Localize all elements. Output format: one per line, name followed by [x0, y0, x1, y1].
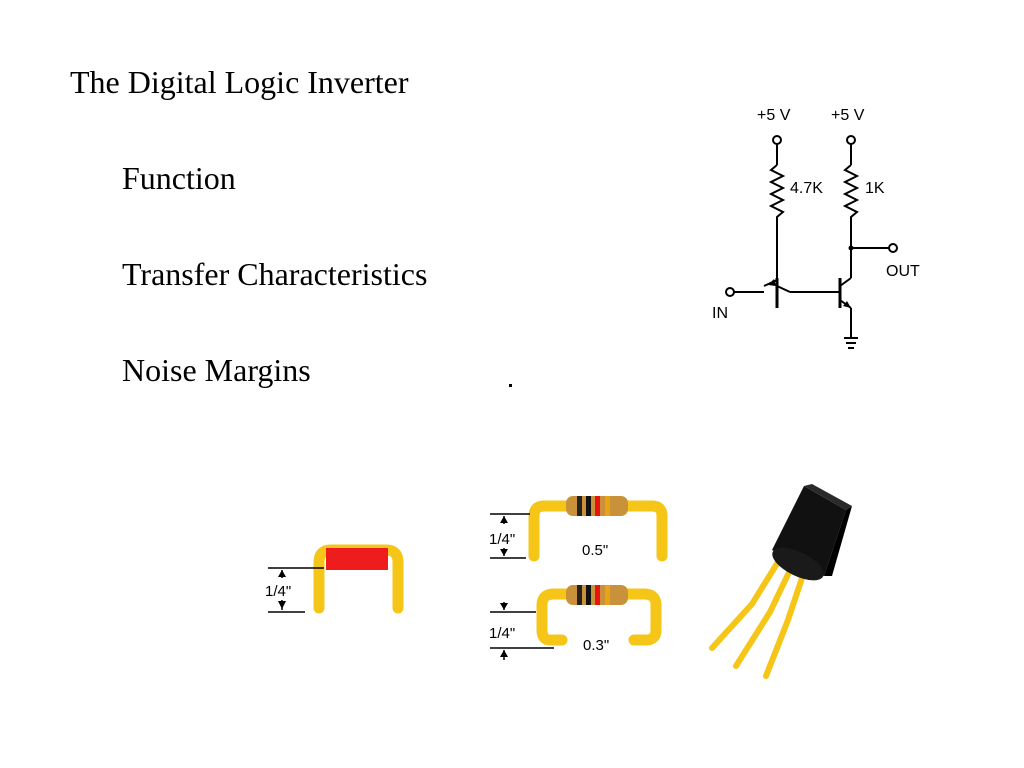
- resistor-bottom: [536, 585, 662, 646]
- right-supply-terminal: [846, 135, 856, 145]
- transistor-to92: [709, 484, 852, 679]
- jumper-wire: 1/4": [265, 544, 404, 614]
- resistor-left-label: 4.7K: [790, 180, 823, 197]
- output-terminal: [888, 243, 898, 253]
- bullet-function: Function: [122, 160, 236, 196]
- bullet-noise-margins: Noise Margins: [122, 352, 311, 388]
- stray-dot: [509, 384, 512, 387]
- resistor-bottom-height-label: 1/4": [489, 625, 515, 642]
- resistor-top-span-label: 0.5": [582, 542, 608, 559]
- resistor-lead-bends: 1/4" 0.5" 1/4" 0.3": [489, 496, 668, 660]
- input-terminal: [725, 287, 735, 297]
- resistor-4-7k: [768, 164, 786, 280]
- resistor-top: [528, 496, 668, 562]
- resistor-right-label: 1K: [865, 180, 885, 197]
- output-label: OUT: [886, 263, 920, 280]
- output-junction: [848, 245, 854, 251]
- left-emitter-arrow: [768, 279, 776, 286]
- right-transistor: [838, 277, 852, 338]
- resistor-1k: [842, 164, 860, 278]
- right-supply-label: +5 V: [831, 107, 865, 124]
- right-emitter-arrow: [843, 301, 851, 308]
- jumper-insulation: [326, 548, 388, 570]
- bullet-transfer-characteristics: Transfer Characteristics: [122, 256, 428, 292]
- slide-title: The Digital Logic Inverter: [70, 64, 409, 100]
- ground-symbol: [844, 337, 858, 349]
- jumper-height-label: 1/4": [265, 583, 291, 600]
- left-supply-terminal: [772, 135, 782, 145]
- resistor-bottom-span-label: 0.3": [583, 637, 609, 654]
- transistor-leads: [709, 559, 807, 679]
- resistor-top-height-label: 1/4": [489, 531, 515, 548]
- transistor-body: [772, 484, 852, 581]
- left-supply-label: +5 V: [757, 107, 791, 124]
- inverter-schematic: +5 V +5 V 4.7K 1K OUT IN: [712, 107, 920, 349]
- input-label: IN: [712, 305, 728, 322]
- left-transistor: [763, 278, 840, 308]
